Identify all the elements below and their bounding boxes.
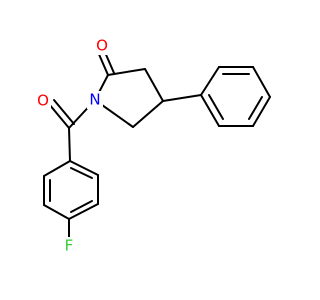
atom-n-label: N xyxy=(89,91,100,109)
molecule-canvas: N O O F xyxy=(35,36,271,255)
bond-ph3-ph4 xyxy=(252,66,271,98)
atom-label-bg-o1 xyxy=(94,37,110,55)
bond-ar6-ar1 xyxy=(69,160,99,176)
bond-c5-o2-b xyxy=(53,99,75,125)
bond-ph6-ph1-inner xyxy=(208,94,224,120)
bond-ph4-ph5 xyxy=(252,96,271,127)
bond-ar3-ar4 xyxy=(43,204,70,220)
bond-c3-ph1 xyxy=(162,94,202,102)
bond-ar4-ar5 xyxy=(68,203,99,220)
bond-ph1-ph2 xyxy=(200,66,220,96)
bond-c1-c2 xyxy=(107,68,146,76)
molecule-structure: N O O F xyxy=(35,36,271,255)
bond-ar6-ar1-inner xyxy=(70,167,93,179)
bond-c3-c4 xyxy=(132,100,164,128)
bond-ar1-ar2 xyxy=(43,160,71,177)
bond-ph6-ph1 xyxy=(200,94,220,127)
atom-label-bg-o2 xyxy=(35,92,51,110)
atom-label-bg-f xyxy=(61,237,77,255)
bond-ph4-ph5-inner xyxy=(248,96,263,120)
bond-c2-c3 xyxy=(144,68,164,102)
bond-c5-o2-a xyxy=(48,103,70,129)
atom-o-ketone-label: O xyxy=(96,37,108,55)
bond-c1-o1-a xyxy=(97,51,109,76)
bond-c5-ar1 xyxy=(68,127,71,162)
bond-ar4-ar5-inner xyxy=(70,200,93,213)
atom-o-amide-label: O xyxy=(37,92,49,110)
atom-label-bg-n xyxy=(87,91,103,109)
atom-f-label: F xyxy=(65,237,74,255)
